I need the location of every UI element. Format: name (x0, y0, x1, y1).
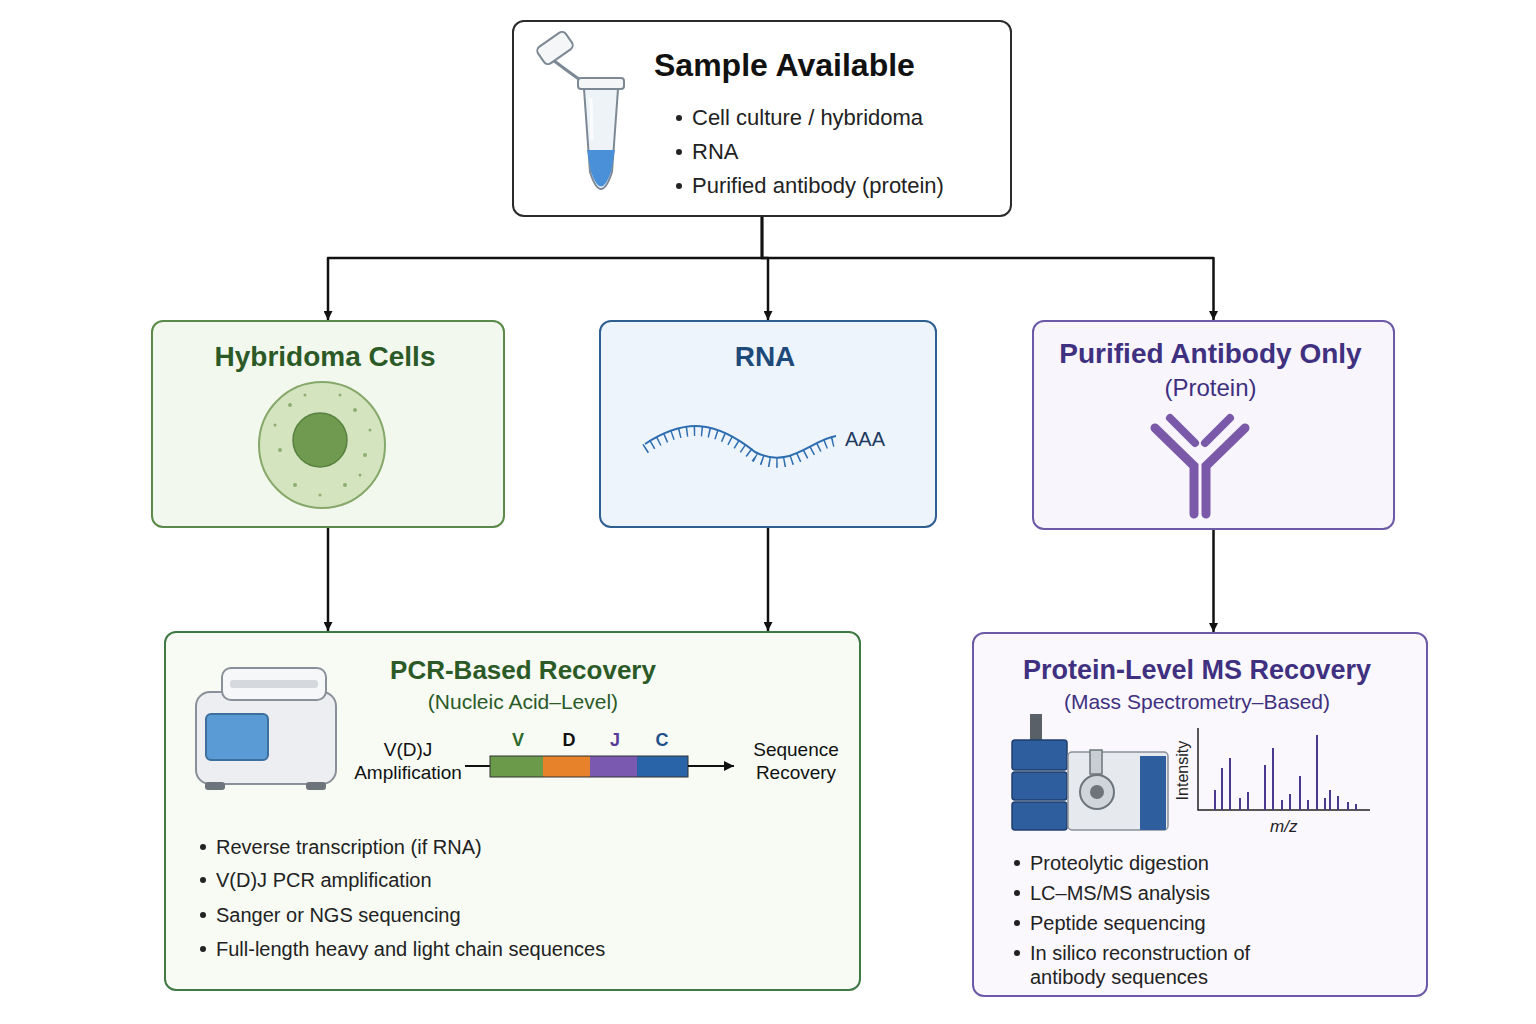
box-subtitle: (Mass Spectrometry–Based) (974, 689, 1420, 714)
segment-letter: V (506, 730, 530, 752)
bullet-item: RNA (692, 139, 1002, 165)
flow-arrow (327, 528, 330, 631)
step-label: Sequence Recovery (742, 739, 850, 785)
rna-strand (645, 426, 836, 463)
segment-letter: J (603, 730, 627, 752)
axis-label: Intensity (1173, 726, 1192, 816)
box-title: PCR-Based Recovery (316, 655, 730, 686)
bullet-item: Full-length heavy and light chain sequen… (216, 937, 836, 961)
box-subtitle: (Protein) (1034, 374, 1387, 403)
box-title: Sample Available (654, 46, 974, 84)
flow-arrow (1212, 530, 1215, 632)
cell-icon (259, 382, 385, 508)
bullet-dot (200, 946, 206, 952)
bullet-item: Reverse transcription (if RNA) (216, 835, 836, 859)
box-title: Purified Antibody Only (1034, 337, 1387, 371)
segment-letter: C (650, 730, 674, 752)
bullet-dot (1014, 860, 1020, 866)
bullet-item: V(D)J PCR amplification (216, 868, 836, 892)
flow-arrow (762, 217, 1214, 320)
flow-arrow (328, 217, 762, 320)
bullet-item: In silico reconstruction of antibody seq… (1030, 941, 1300, 989)
hybridoma-box: Hybridoma Cells (151, 320, 505, 528)
axis-label: m/z (1270, 817, 1310, 837)
segment-letter: D (557, 730, 581, 752)
bullet-item: LC–MS/MS analysis (1030, 881, 1400, 905)
bullet-dot (1014, 950, 1020, 956)
mass-spectrum (1198, 728, 1370, 810)
vdjc-gene-bar (465, 756, 734, 777)
box-subtitle: (Nucleic Acid–Level) (316, 689, 730, 714)
bullet-dot (676, 149, 682, 155)
bullet-item: Purified antibody (protein) (692, 173, 1002, 199)
bullet-dot (200, 844, 206, 850)
bullet-dot (676, 115, 682, 121)
bullet-item: Peptide sequencing (1030, 911, 1400, 935)
flow-arrow (767, 528, 770, 631)
bullet-dot (676, 183, 682, 189)
box-title: Hybridoma Cells (153, 340, 497, 374)
tube-icon (535, 30, 624, 189)
ms-method-box: Protein-Level MS Recovery (Mass Spectrome… (972, 632, 1428, 997)
rna-box: RNA AAA (599, 320, 937, 528)
bullet-item: Sanger or NGS sequencing (216, 903, 836, 927)
box-title: Protein-Level MS Recovery (974, 654, 1420, 686)
bullet-dot (1014, 920, 1020, 926)
antibody-box: Purified Antibody Only (Protein) (1032, 320, 1395, 530)
poly-a-label: AAA (845, 427, 905, 451)
step-label: V(D)J Amplification (344, 739, 472, 785)
bullet-item: Cell culture / hybridoma (692, 105, 1002, 131)
ms-instrument (1012, 714, 1168, 830)
source-box: Sample AvailableCell culture / hybridoma… (512, 20, 1012, 217)
bullet-item: Proteolytic digestion (1030, 851, 1400, 875)
antibody-icon (1155, 418, 1245, 514)
bullet-dot (1014, 890, 1020, 896)
box-title: RNA (601, 340, 929, 374)
bullet-dot (200, 877, 206, 883)
pcr-method-box: PCR-Based Recovery (Nucleic Acid–Level) V(… (164, 631, 861, 991)
pcr-machine (196, 668, 336, 790)
bullet-dot (200, 912, 206, 918)
